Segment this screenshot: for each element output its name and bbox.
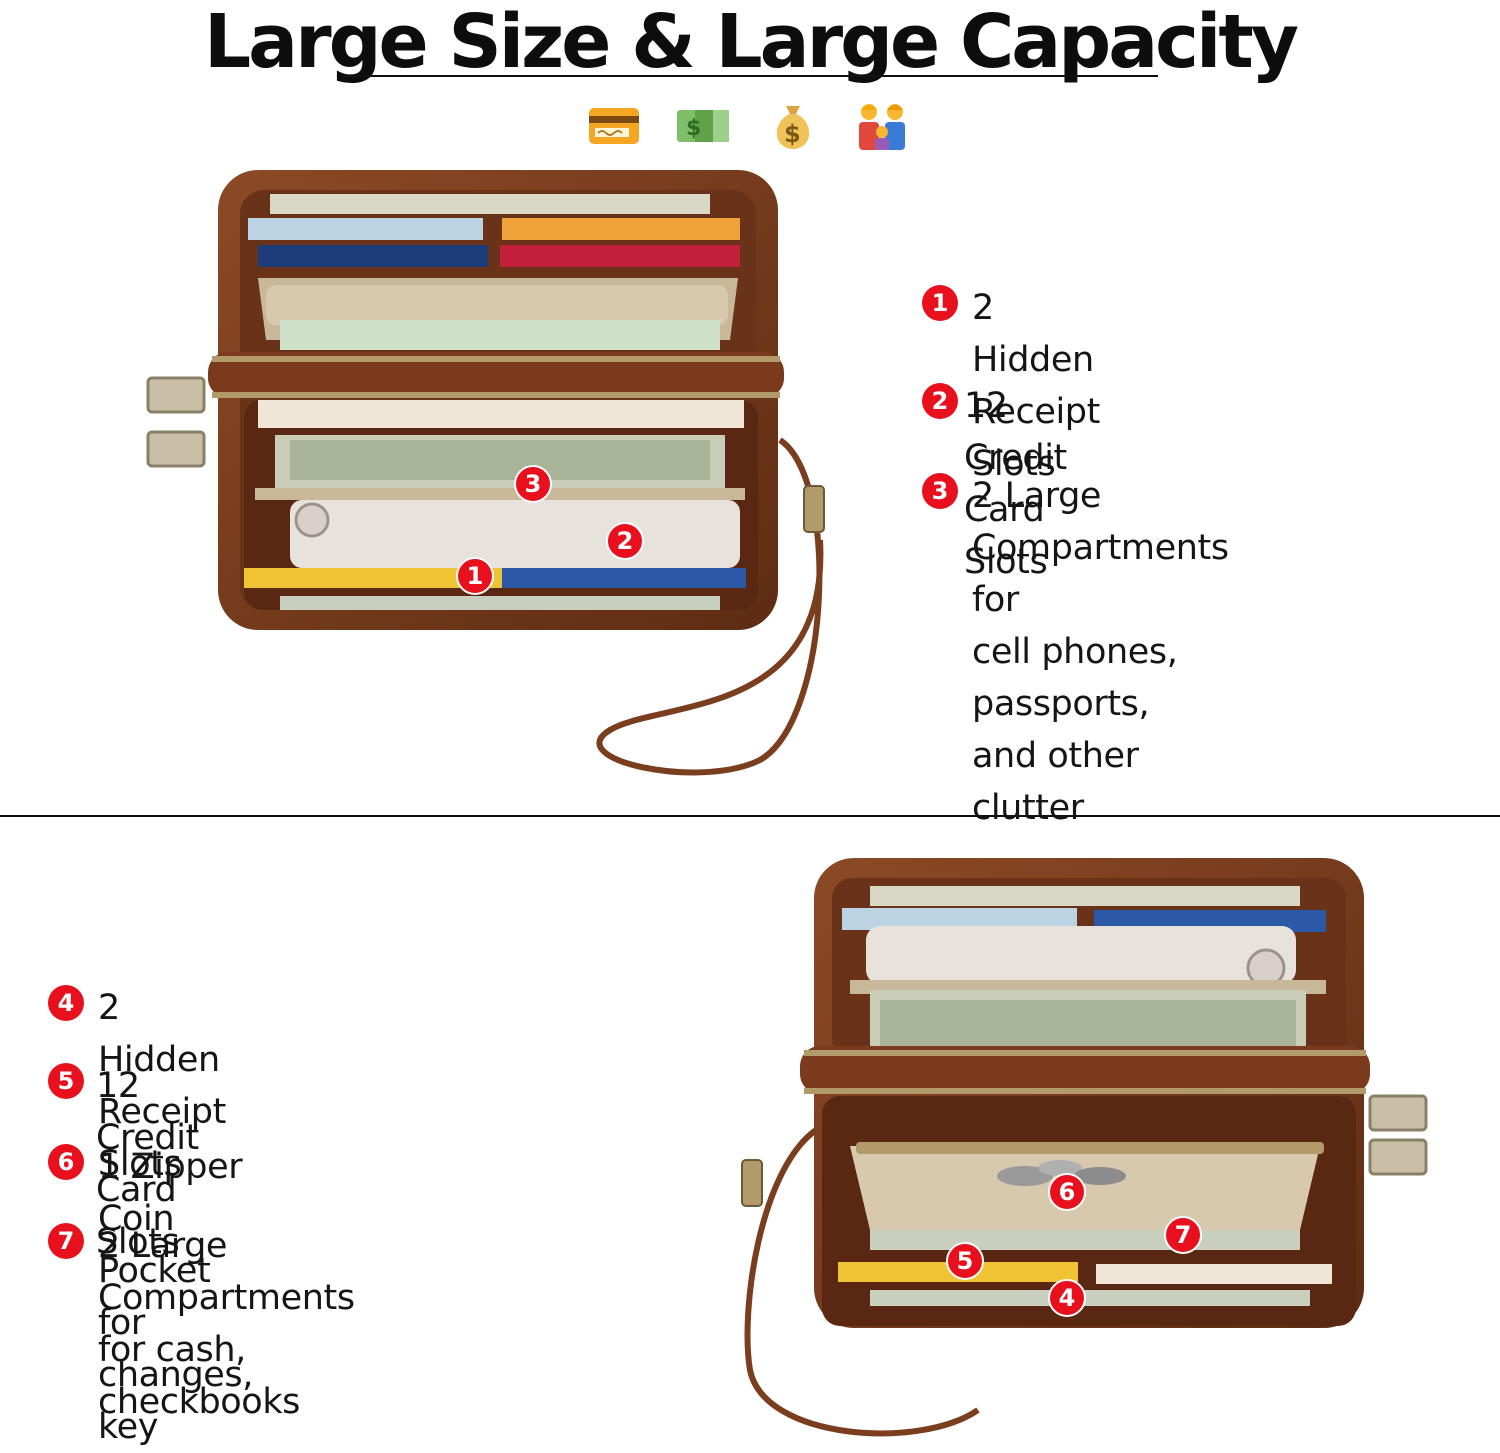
photo-marker: 7 <box>1164 1216 1202 1254</box>
feature-number-badge: 4 <box>48 985 84 1021</box>
feature-number-badge: 6 <box>48 1144 84 1180</box>
feature-item-6: 6 1 Zipper Coin Pocket for changes, key <box>48 1141 253 1453</box>
photo-marker: 6 <box>1048 1173 1086 1211</box>
credit-card-icon <box>589 108 639 144</box>
feature-item-4: 4 2 Hidden Receipt Slots <box>48 982 226 1190</box>
feature-number-badge: 2 <box>922 383 958 419</box>
photo-marker: 5 <box>946 1242 984 1280</box>
icon-row: $ $ <box>585 100 911 152</box>
feature-item-5: 5 12 Credit Card Slots <box>48 1060 199 1268</box>
wallet-photo-bottom <box>741 858 1428 1437</box>
page-title: Large Size & Large Capacity <box>204 0 1299 85</box>
feature-number-badge: 1 <box>922 285 958 321</box>
feature-item-3: 3 2 Large Compartments for cell phones, … <box>922 470 1229 834</box>
feature-text: 2 Large Compartments for cell phones, pa… <box>972 476 1229 828</box>
feature-text: 2 Large Compartments for cash, checkbook… <box>98 1226 355 1422</box>
feature-item-1: 1 2 Hidden Receipt Slots <box>922 282 1100 490</box>
feature-item-7: 7 2 Large Compartments for cash, checkbo… <box>48 1220 355 1428</box>
feature-text: 12 Credit Card Slots <box>96 1066 199 1262</box>
dollar-bill-icon: $ <box>677 110 729 142</box>
photo-marker: 3 <box>514 465 552 503</box>
title-underline <box>343 75 1158 77</box>
feature-text: 1 Zipper Coin Pocket for changes, key <box>98 1147 253 1447</box>
svg-text:$: $ <box>686 116 701 141</box>
feature-text: 12 Credit Card Slots <box>964 386 1067 582</box>
feature-number-badge: 7 <box>48 1223 84 1259</box>
photo-marker: 2 <box>606 522 644 560</box>
feature-item-2: 2 12 Credit Card Slots <box>922 380 1067 588</box>
feature-number-badge: 3 <box>922 473 958 509</box>
wallet-photo-top <box>146 170 825 776</box>
photo-marker: 4 <box>1048 1279 1086 1317</box>
svg-text:$: $ <box>784 120 801 148</box>
section-divider <box>0 815 1500 817</box>
photo-marker: 1 <box>456 557 494 595</box>
feature-text: 2 Hidden Receipt Slots <box>972 288 1100 484</box>
family-icon <box>859 104 905 150</box>
feature-text: 2 Hidden Receipt Slots <box>98 988 226 1184</box>
feature-number-badge: 5 <box>48 1063 84 1099</box>
money-bag-icon: $ <box>776 106 810 149</box>
